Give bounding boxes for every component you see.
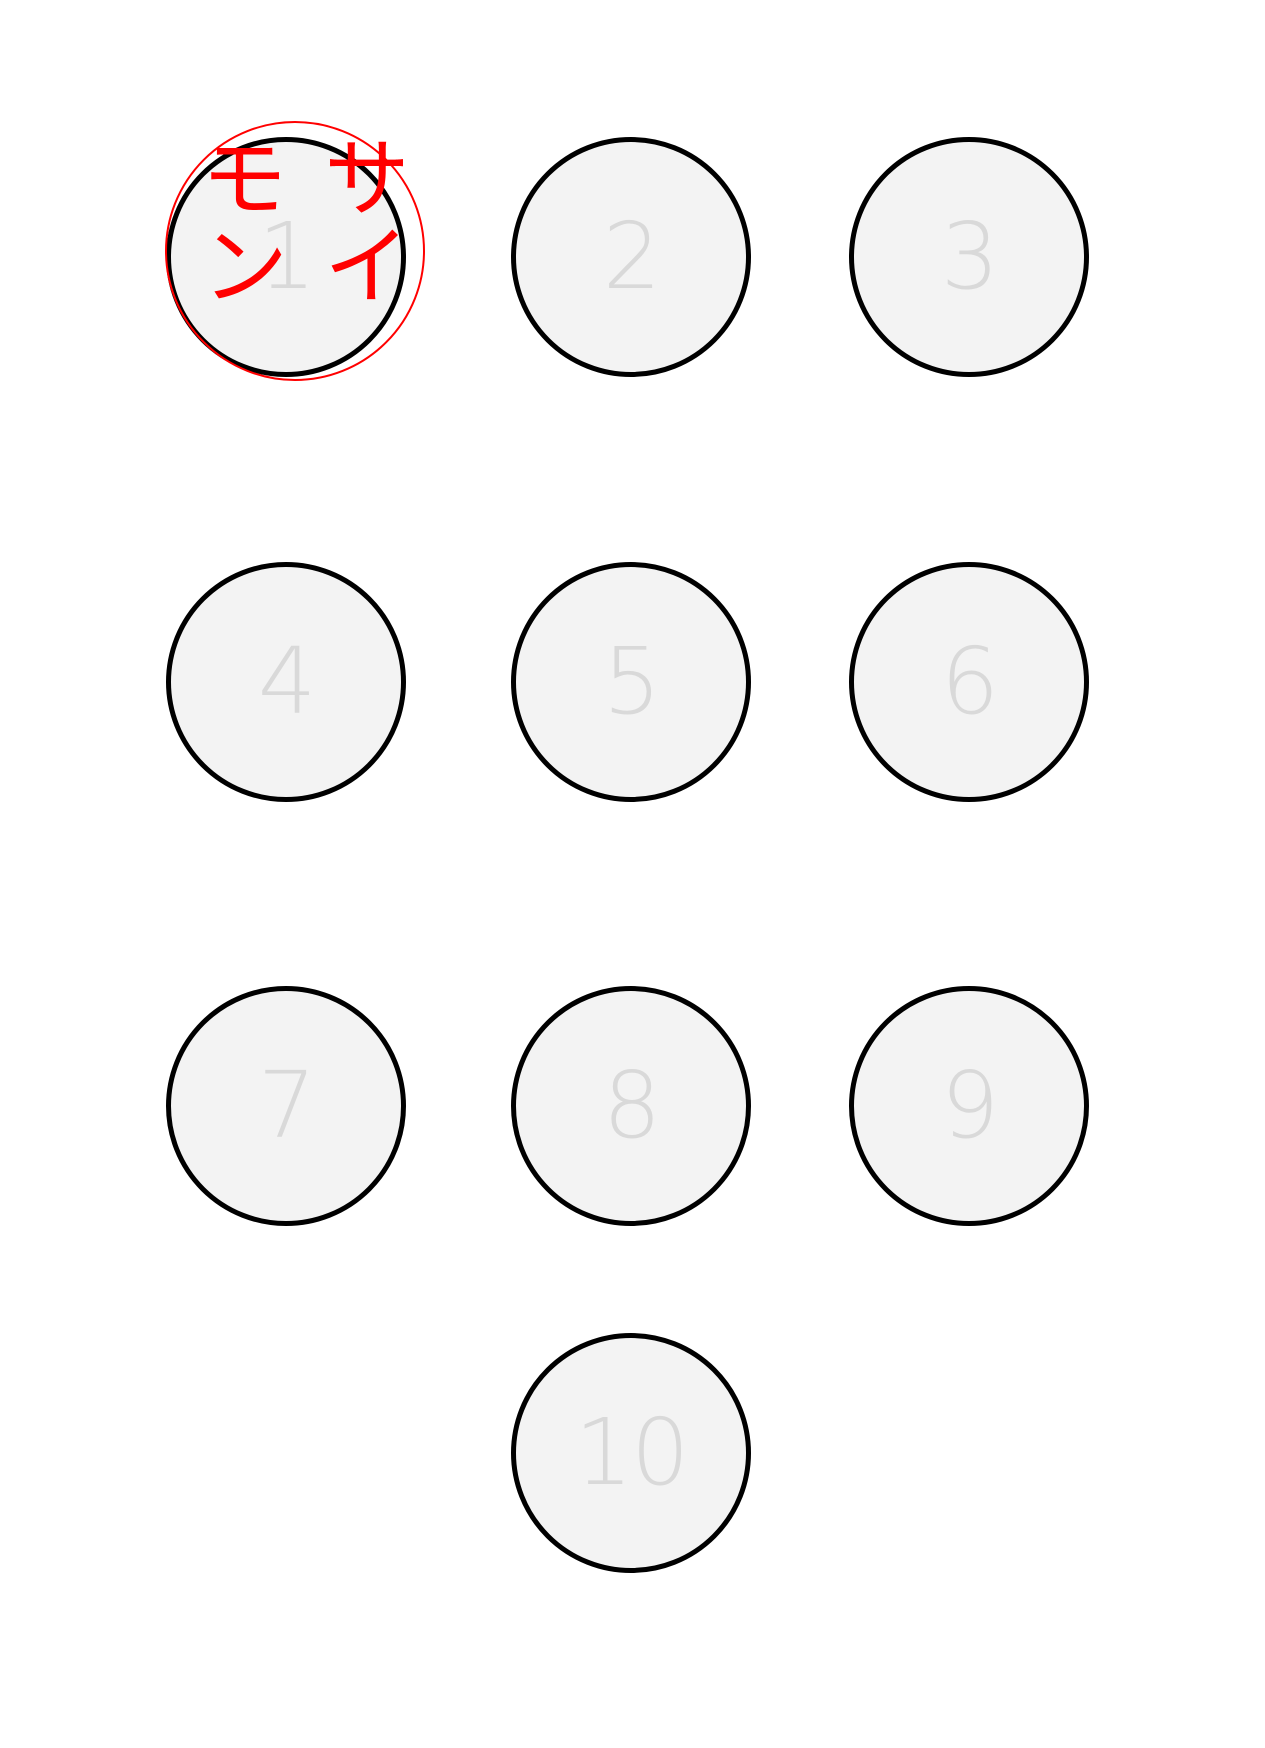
slot-number: 5: [602, 628, 662, 735]
slot-number: 6: [940, 628, 1000, 735]
slot-9[interactable]: 9: [849, 986, 1089, 1226]
slot-4[interactable]: 4: [166, 562, 406, 802]
slot-3[interactable]: 3: [849, 137, 1089, 377]
slot-number: 1: [257, 203, 317, 310]
slot-1[interactable]: 1: [166, 137, 406, 377]
slot-10[interactable]: 10: [511, 1333, 751, 1573]
slot-number: 10: [574, 1399, 689, 1506]
slot-8[interactable]: 8: [511, 986, 751, 1226]
slot-number: 7: [257, 1052, 317, 1159]
slot-7[interactable]: 7: [166, 986, 406, 1226]
slot-number: 2: [602, 203, 662, 310]
slot-5[interactable]: 5: [511, 562, 751, 802]
slot-6[interactable]: 6: [849, 562, 1089, 802]
slot-number: 3: [940, 203, 1000, 310]
slot-number: 9: [940, 1052, 1000, 1159]
slot-number: 4: [257, 628, 317, 735]
slot-2[interactable]: 2: [511, 137, 751, 377]
slot-number: 8: [602, 1052, 662, 1159]
